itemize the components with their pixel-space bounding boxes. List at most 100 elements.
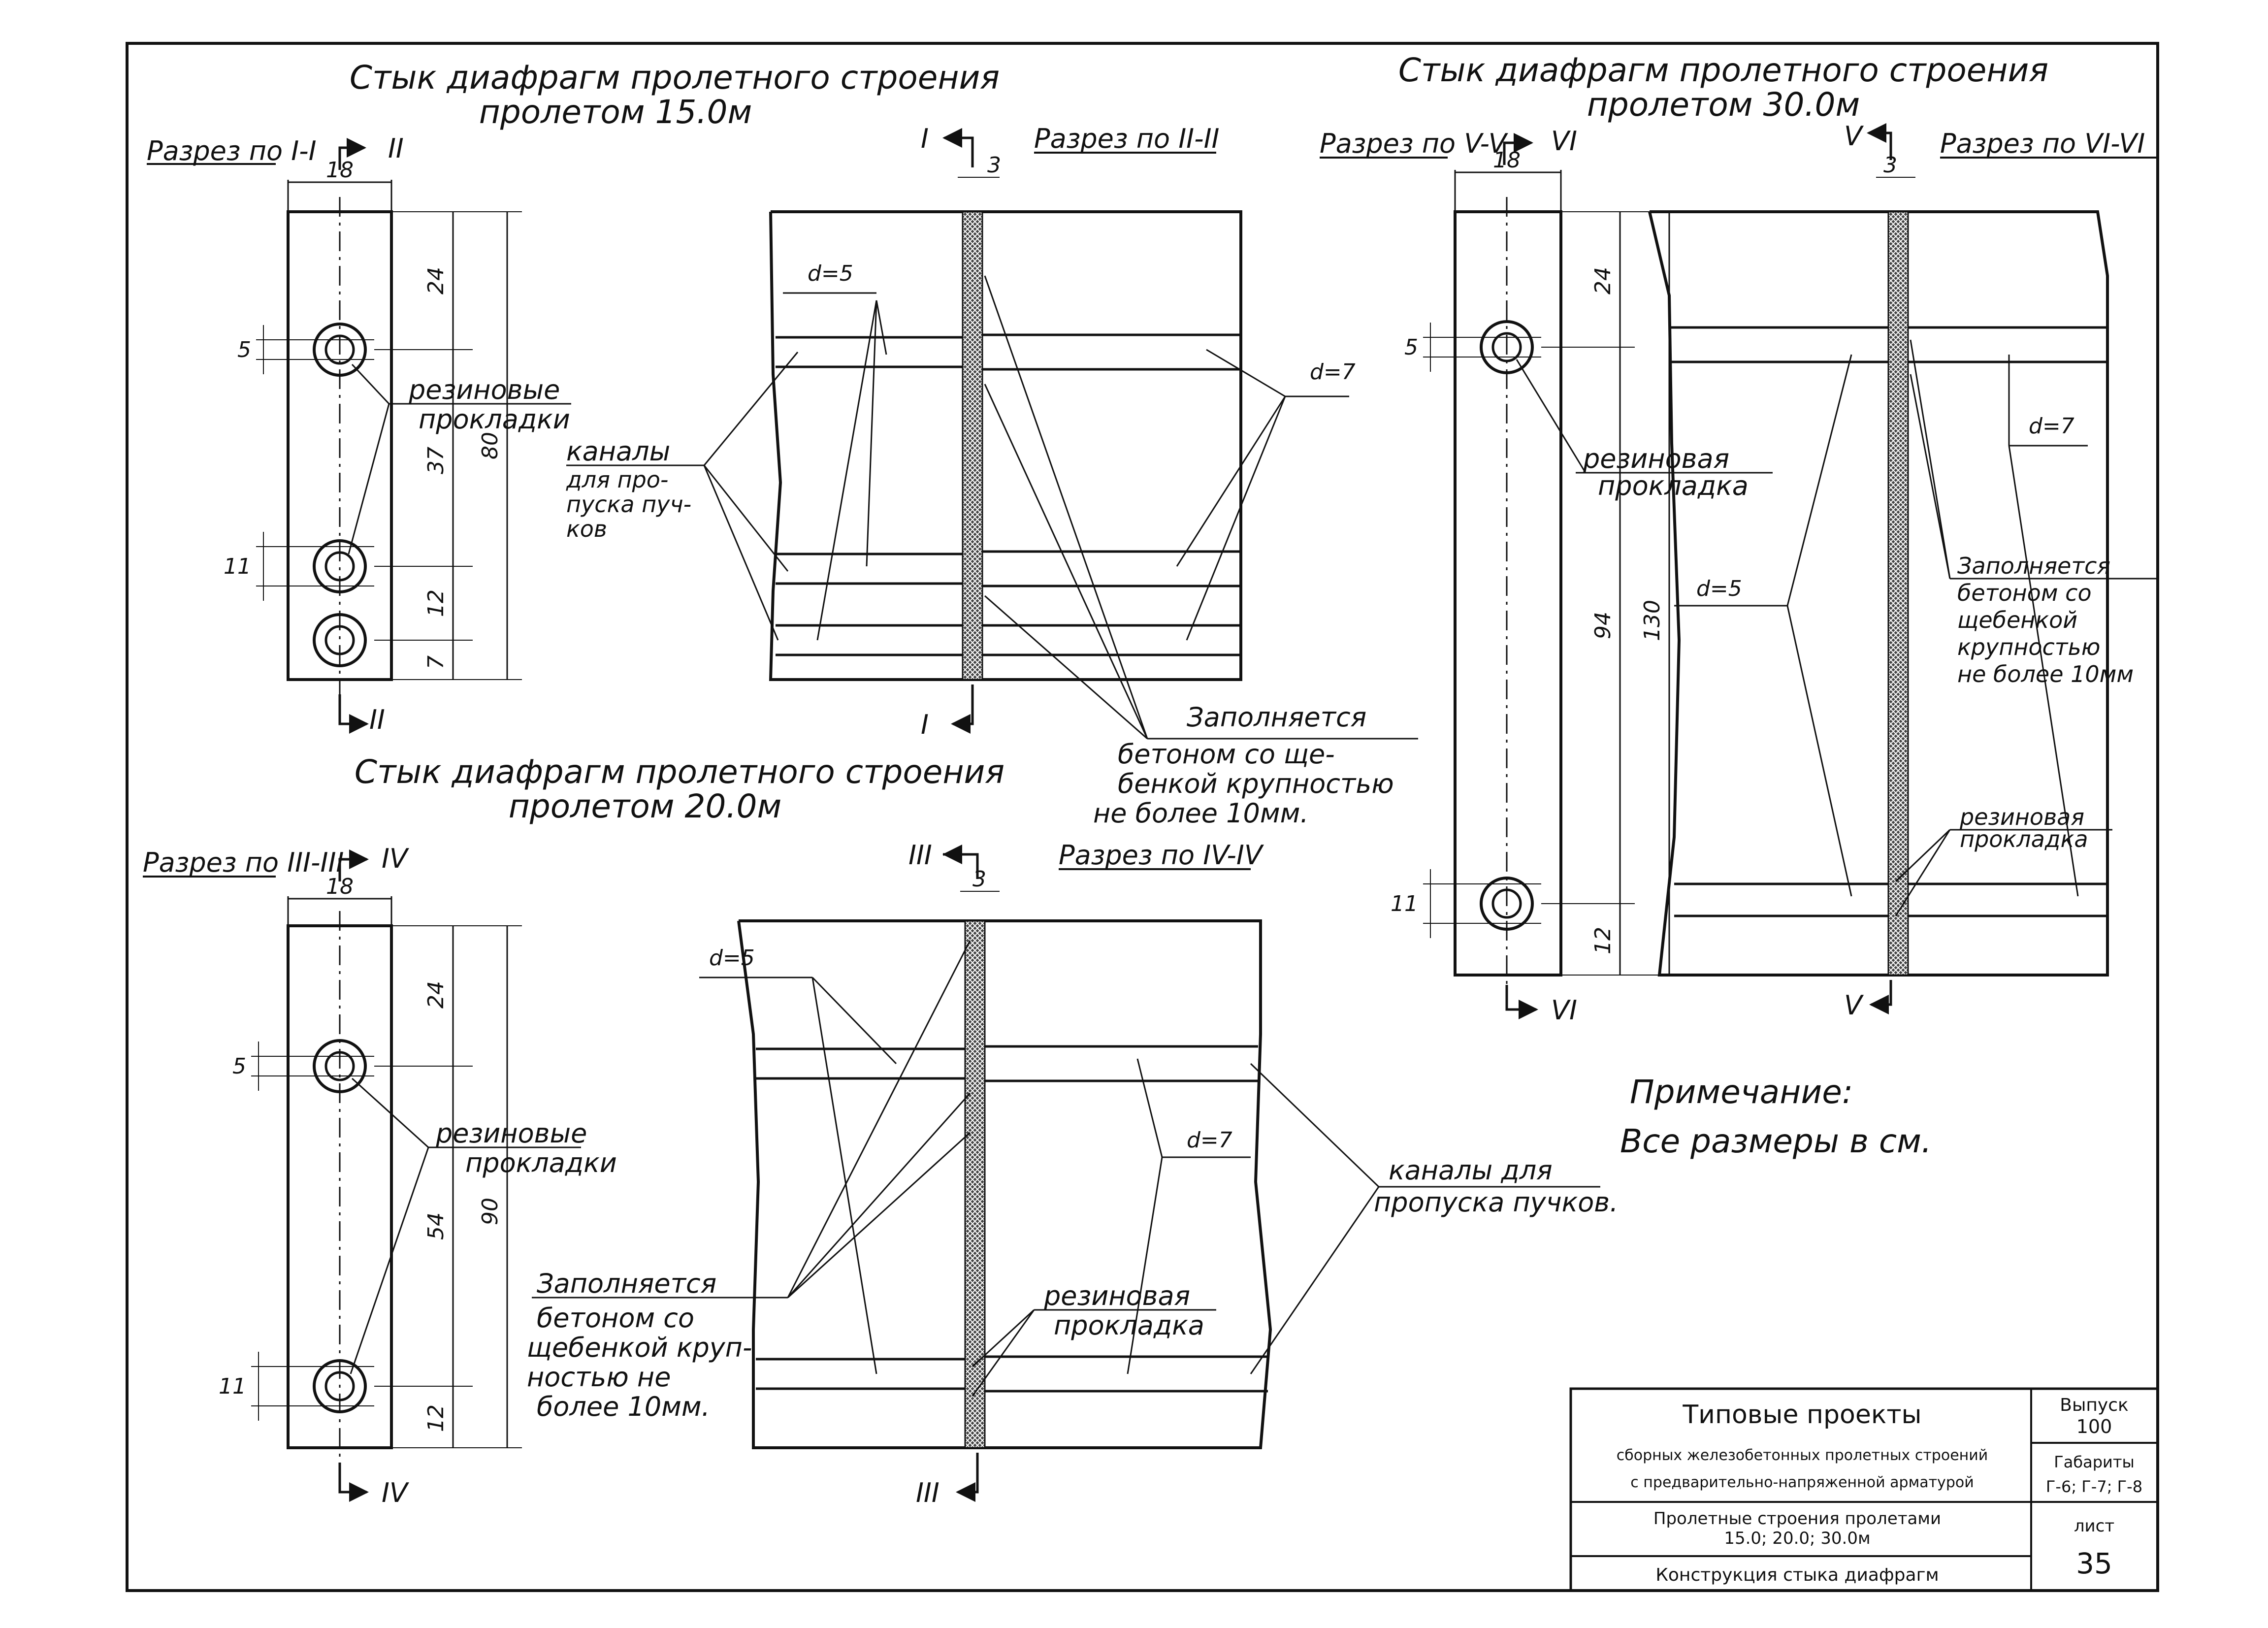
tb-line4: 15.0; 20.0; 30.0м — [1724, 1529, 1870, 1548]
svg-text:d=5: d=5 — [1696, 576, 1742, 601]
svg-text:90: 90 — [478, 1198, 503, 1225]
tb-line3: Пролетные строения пролетами — [1653, 1509, 1941, 1529]
svg-text:пролетом 30.0м: пролетом 30.0м — [1587, 86, 1860, 124]
svg-text:Стык диафрагм пролетного строе: Стык диафрагм пролетного строения — [1398, 51, 2048, 89]
svg-text:лист: лист — [2074, 1516, 2114, 1536]
section-label-s1: Разрез по I-I — [147, 135, 317, 166]
section-label-s3: Разрез по III-III — [143, 847, 344, 878]
svg-text:24: 24 — [1590, 267, 1616, 294]
sheet-frame — [126, 42, 2159, 1592]
section-II-II-view: I Разрез по II-II 3 d=5 d=7 — [566, 123, 1418, 829]
svg-text:IV: IV — [382, 1477, 410, 1508]
svg-text:крупностью: крупностью — [1957, 634, 2100, 660]
svg-text:Стык диафрагм пролетного строе: Стык диафрагм пролетного строения — [355, 753, 1004, 791]
tb-line1: сборных железобетонных пролетных строени… — [1617, 1447, 1988, 1464]
tb-issue: 100 — [2076, 1416, 2112, 1437]
svg-text:Стык диафрагм пролетного строе: Стык диафрагм пролетного строения — [350, 59, 1000, 97]
svg-text:V: V — [1844, 990, 1864, 1021]
svg-text:каналы для: каналы для — [1389, 1155, 1553, 1186]
svg-text:прокладка: прокладка — [1054, 1310, 1204, 1341]
svg-text:d=7: d=7 — [1187, 1128, 1232, 1153]
svg-text:прокладки: прокладки — [419, 404, 570, 435]
svg-text:12: 12 — [1590, 927, 1616, 954]
svg-text:11: 11 — [224, 554, 251, 579]
svg-text:d=5: d=5 — [808, 261, 853, 286]
section-label-s6: Разрез по VI-VI — [1940, 128, 2145, 159]
svg-text:Заполняется: Заполняется — [537, 1268, 716, 1299]
svg-text:5: 5 — [232, 1054, 246, 1079]
svg-text:резиновые: резиновые — [408, 374, 560, 405]
title-block: Типовые проекты сборных железобетонных п… — [1569, 1387, 2159, 1592]
note: Примечание: Все размеры в см. — [1620, 1073, 1932, 1160]
tb-line5: Конструкция стыка диафрагм — [1655, 1565, 1939, 1585]
svg-text:пролетом 20.0м: пролетом 20.0м — [509, 787, 782, 825]
section-label-s5: Разрез по V-V — [1320, 128, 1509, 159]
title-span30: Стык диафрагм пролетного строения пролет… — [1398, 51, 2048, 124]
section-I-I-view: Разрез по I-I II 18 5 11 24 37 12 7 80 — [147, 133, 571, 735]
section-IV-IV-view: III Разрез по IV-IV 3 d=5 d=7 Заполняетс… — [527, 840, 1618, 1508]
svg-text:Заполняется: Заполняется — [1957, 553, 2110, 579]
svg-text:24: 24 — [423, 267, 449, 294]
svg-text:37: 37 — [423, 447, 449, 474]
svg-text:щебенкой: щебенкой — [1957, 607, 2077, 633]
svg-text:резиновая: резиновая — [1583, 443, 1729, 474]
svg-text:80: 80 — [478, 432, 503, 459]
svg-text:не более 10мм.: не более 10мм. — [1093, 798, 1309, 829]
section-III-III-view: Разрез по III-III IV 18 5 11 24 54 12 90… — [143, 843, 617, 1508]
svg-text:каналы: каналы — [566, 436, 670, 467]
svg-text:94: 94 — [1590, 612, 1616, 639]
svg-text:18: 18 — [326, 874, 354, 899]
svg-text:I: I — [921, 709, 929, 740]
svg-text:ков: ков — [566, 516, 607, 542]
svg-text:12: 12 — [423, 589, 449, 617]
svg-text:прокладка: прокладка — [1960, 826, 2088, 852]
svg-text:7: 7 — [423, 655, 449, 669]
svg-text:бетоном со: бетоном со — [1957, 580, 2092, 606]
svg-text:54: 54 — [423, 1212, 449, 1240]
svg-text:3: 3 — [1883, 153, 1897, 178]
svg-text:пролетом 15.0м: пролетом 15.0м — [479, 93, 752, 131]
title-span20: Стык диафрагм пролетного строения пролет… — [355, 753, 1004, 825]
svg-text:Примечание:: Примечание: — [1630, 1073, 1853, 1111]
svg-text:d=7: d=7 — [1310, 359, 1356, 385]
svg-text:Заполняется: Заполняется — [1187, 702, 1366, 733]
svg-text:d=5: d=5 — [709, 945, 755, 971]
title-span15: Стык диафрагм пролетного строения пролет… — [350, 59, 1000, 131]
svg-text:не более 10мм: не более 10мм — [1957, 661, 2134, 687]
tb-gab: Г-6; Г-7; Г-8 — [2046, 1477, 2142, 1496]
mark-III-top: III — [908, 840, 932, 871]
svg-text:24: 24 — [423, 981, 449, 1009]
svg-text:VI: VI — [1551, 995, 1577, 1026]
svg-text:130: 130 — [1640, 600, 1665, 641]
svg-text:пуска пуч-: пуска пуч- — [566, 491, 691, 518]
svg-text:Габариты: Габариты — [2054, 1453, 2134, 1471]
section-VI-VI-view: V Разрез по VI-VI 3 d=5 d=7 Заполняется … — [1648, 121, 2157, 1021]
svg-text:резиновая: резиновая — [1043, 1280, 1190, 1311]
svg-text:18: 18 — [326, 158, 354, 183]
tb-project: Типовые проекты — [1682, 1400, 1921, 1430]
svg-text:III: III — [916, 1477, 940, 1508]
svg-text:бенкой крупностью: бенкой крупностью — [1118, 768, 1394, 799]
svg-text:12: 12 — [423, 1404, 449, 1432]
svg-text:3: 3 — [972, 867, 986, 892]
svg-text:II: II — [388, 133, 404, 164]
svg-text:II: II — [369, 704, 385, 735]
svg-text:резиновые: резиновые — [435, 1118, 587, 1149]
svg-text:VI: VI — [1551, 126, 1577, 157]
section-label-s2: Разрез по II-II — [1034, 123, 1219, 154]
svg-text:Все размеры в см.: Все размеры в см. — [1620, 1122, 1932, 1160]
section-V-V-view: Разрез по V-V VI 18 5 11 24 94 12 130 ре… — [1320, 126, 1773, 1026]
svg-text:ностью не: ностью не — [527, 1362, 671, 1393]
svg-text:бетоном со: бетоном со — [537, 1302, 694, 1334]
svg-text:щебенкой круп-: щебенкой круп- — [527, 1332, 752, 1363]
svg-text:резиновая: резиновая — [1959, 804, 2084, 830]
svg-text:более 10мм.: более 10мм. — [537, 1391, 710, 1422]
svg-text:бетоном со ще-: бетоном со ще- — [1118, 739, 1335, 770]
tb-line2: с предварительно-напряженной арматурой — [1630, 1474, 1974, 1491]
mark-I-top: I — [921, 123, 929, 154]
svg-text:для про-: для про- — [566, 466, 669, 493]
svg-text:11: 11 — [219, 1374, 246, 1399]
svg-text:пропуска пучков.: пропуска пучков. — [1374, 1187, 1618, 1218]
svg-text:d=7: d=7 — [2029, 414, 2074, 439]
svg-text:11: 11 — [1391, 891, 1418, 916]
